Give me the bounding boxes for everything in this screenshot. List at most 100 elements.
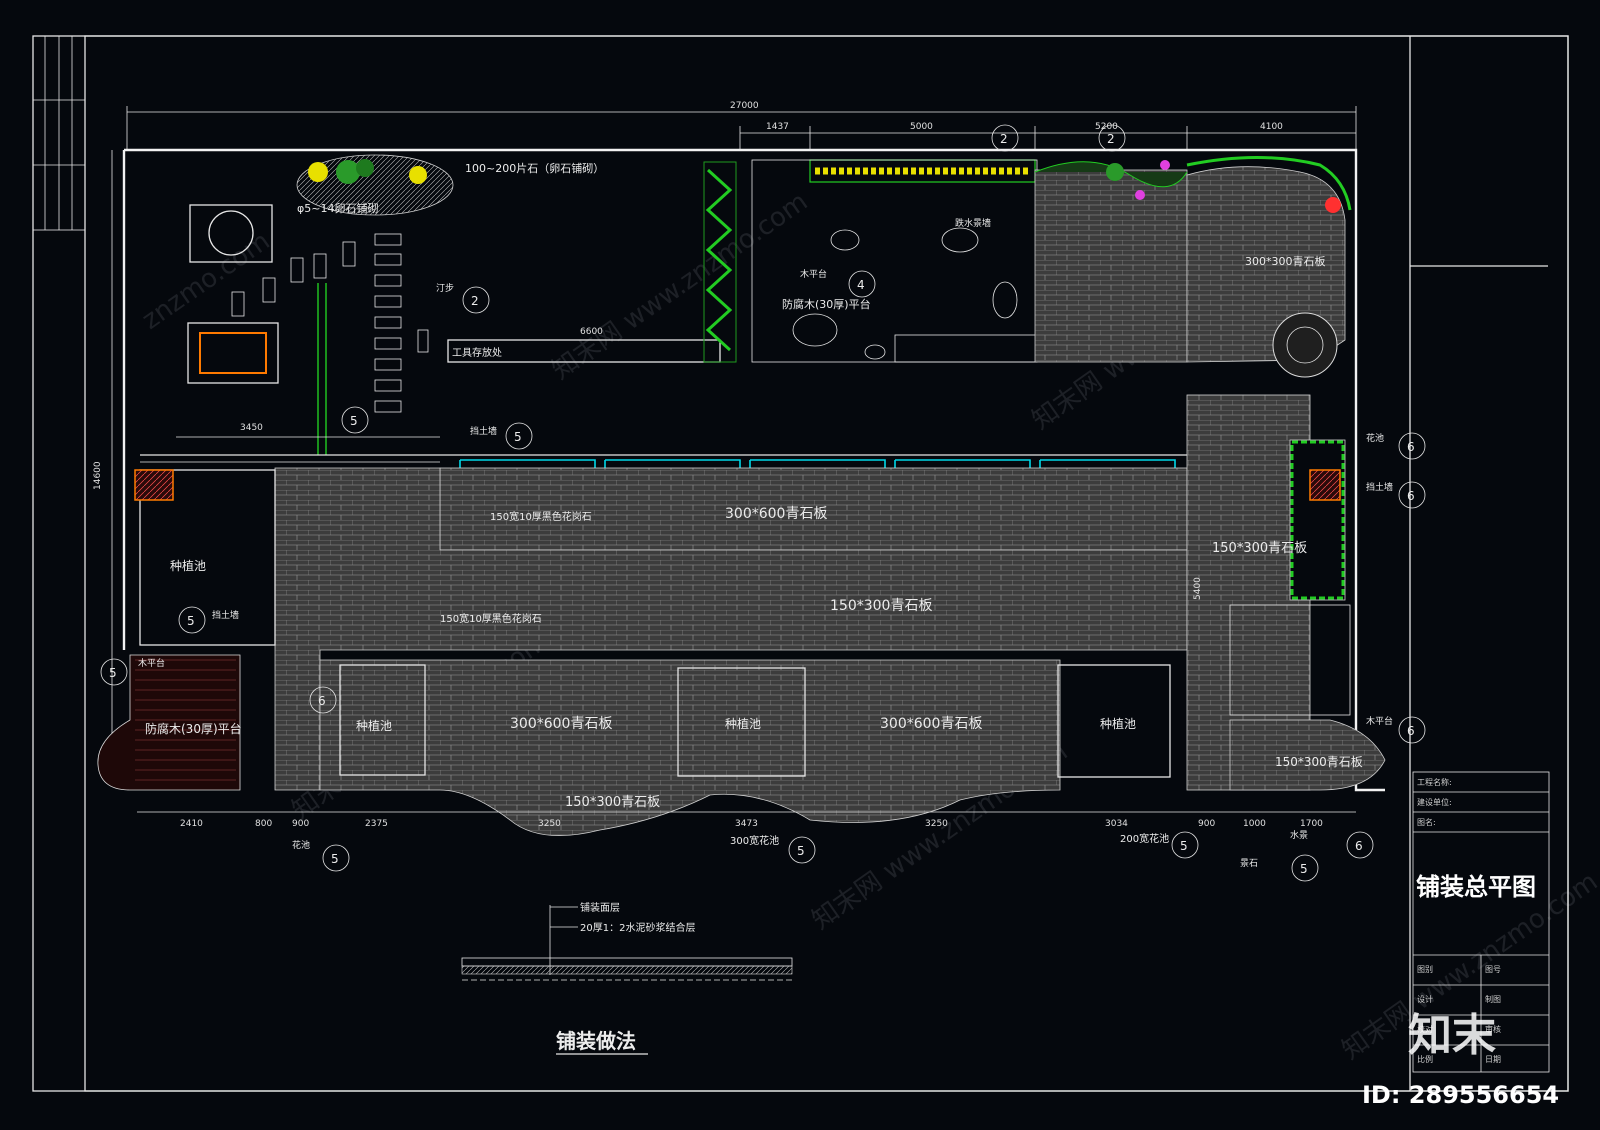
layer-label: 铺装面层 <box>580 901 620 914</box>
fountain <box>208 210 254 256</box>
dimension-text: 27000 <box>730 101 759 111</box>
hedge <box>703 161 737 363</box>
image-id: ID: 289556654 <box>1362 1081 1559 1109</box>
site-boundary <box>124 148 1385 792</box>
paving-300x600-label: 300*600青石板 <box>725 506 827 522</box>
dimension-text: 4100 <box>1260 122 1283 132</box>
svg-text:2: 2 <box>1000 132 1008 146</box>
paving-150x300-label: 150*300青石板 <box>830 598 932 614</box>
field-label: 制图 <box>1485 994 1501 1004</box>
svg-text:6: 6 <box>1407 489 1415 503</box>
paving-detail: 铺装面层 20厚1：2水泥砂浆结合层 铺装做法 <box>461 901 793 1055</box>
svg-text:900: 900 <box>292 819 309 829</box>
svg-text:2410: 2410 <box>180 819 203 829</box>
project-label: 工程名称: <box>1417 777 1452 787</box>
planter-label: 种植池 <box>725 716 761 731</box>
planting-bed <box>1034 161 1188 188</box>
step-label: 汀步 <box>436 283 454 294</box>
svg-text:5: 5 <box>514 430 522 444</box>
paving-lower <box>319 659 1061 836</box>
svg-text:3250: 3250 <box>538 819 561 829</box>
planter-box <box>187 322 279 384</box>
section-callouts: 2 2 2 4 5 5 5 5 6 5 5 5 5 6 6 6 6 <box>100 124 1426 882</box>
paving-300x600-upper <box>439 467 1188 551</box>
paving-300x600-label: 300*600青石板 <box>510 716 612 732</box>
field-label: 校对 <box>1417 1024 1433 1034</box>
paving-300x600-label: 300*600青石板 <box>880 716 982 732</box>
svg-text:4: 4 <box>857 278 865 292</box>
svg-text:5: 5 <box>187 614 195 628</box>
svg-text:6: 6 <box>1407 440 1415 454</box>
water-label: 水景 <box>1290 829 1308 841</box>
dimension-text: 6600 <box>580 327 603 337</box>
paving-300x300-label: 300*300青石板 <box>1245 254 1326 268</box>
field-label: 日期 <box>1485 1055 1501 1064</box>
dimension-text: 3450 <box>240 423 263 433</box>
planter <box>677 667 806 777</box>
watermark-text: znzmo.com <box>137 226 276 336</box>
stepping-stones <box>231 233 429 455</box>
section-title: 铺装做法 <box>556 1029 636 1053</box>
svg-text:800: 800 <box>255 819 272 829</box>
flower-bed-label: 花池 <box>1366 432 1384 444</box>
svg-text:5: 5 <box>1300 862 1308 876</box>
sheet-title: 铺装总平图 <box>1416 873 1536 901</box>
edge-label: 150宽10厚黑色花岗石 <box>440 612 542 625</box>
svg-text:2: 2 <box>1107 132 1115 146</box>
layer-label: 20厚1：2水泥砂浆结合层 <box>580 921 695 934</box>
field-label: 图号 <box>1485 965 1501 974</box>
wood-deck-label: 木平台 <box>138 657 165 669</box>
wood-deck-label: 木平台 <box>800 268 827 280</box>
svg-text:3250: 3250 <box>925 819 948 829</box>
planter-label: 种植池 <box>170 558 206 573</box>
stones <box>792 227 1018 360</box>
paving-150x300-label: 150*300青石板 <box>1275 755 1363 769</box>
retaining-label: 挡土墙 <box>212 609 239 621</box>
tool-storage <box>447 339 721 363</box>
wood-deck-label: 木平台 <box>1366 715 1393 727</box>
edge-label: 150宽10厚黑色花岗石 <box>490 510 592 523</box>
dimension-text: 5000 <box>910 122 933 132</box>
dimension-text: 14600 <box>93 461 103 490</box>
svg-text:2: 2 <box>471 294 479 308</box>
bottom-dimensions: 2410 800 900 2375 3250 3473 3250 3034 90… <box>137 811 1356 829</box>
left-title-strip <box>32 35 86 231</box>
planter-label: 种植池 <box>1100 716 1136 731</box>
wood-deck-30 <box>97 654 241 791</box>
planter-label: 种植池 <box>356 718 392 733</box>
svg-text:3473: 3473 <box>735 819 758 829</box>
watermark-text: 知末网 www.znzmo.com <box>547 187 813 386</box>
paving-300x300 <box>1034 169 1188 363</box>
wood-deck-right <box>1229 604 1351 716</box>
top-dimensions: 27000 1437 5000 5200 4100 <box>126 101 1357 150</box>
rock-garden: 100~200片石（卵石铺砌） φ5~14卵石铺砌 <box>296 154 604 216</box>
flower-bed-label: 花池 <box>292 839 310 851</box>
dimension-text: 1437 <box>766 122 789 132</box>
title-block: 工程名称: 建设单位: 图名: 铺装总平图 图别 图号 设计 制图 校对 审核 … <box>1409 36 1550 1091</box>
field-label: 设计 <box>1417 994 1433 1004</box>
water-steps-label: 跌水景墙 <box>955 217 991 229</box>
left-dimension: 14600 <box>93 150 113 770</box>
wood-deck-30-label: 防腐木(30厚)平台 <box>782 297 871 311</box>
paving-150x300-label: 150*300青石板 <box>565 795 660 810</box>
inner-frame <box>84 35 1569 1092</box>
svg-text:6: 6 <box>1355 839 1363 853</box>
drawing-label: 图名: <box>1417 817 1436 827</box>
fountain-base <box>189 204 273 263</box>
svg-text:5: 5 <box>331 852 339 866</box>
svg-text:900: 900 <box>1198 819 1215 829</box>
dimension-text: 5400 <box>1193 577 1203 600</box>
wood-deck-30-label: 防腐木(30厚)平台 <box>145 721 242 736</box>
flower-bed-200-label: 200宽花池 <box>1120 832 1169 845</box>
field-label: 比例 <box>1417 1054 1433 1064</box>
svg-text:5: 5 <box>109 666 117 680</box>
retaining-label: 挡土墙 <box>1366 481 1393 493</box>
svg-text:1000: 1000 <box>1243 819 1266 829</box>
client-label: 建设单位: <box>1417 797 1452 807</box>
planter <box>339 664 426 776</box>
retaining-label: 挡土墙 <box>470 425 497 437</box>
paving-150x300-label: 150*300青石板 <box>1212 541 1307 556</box>
svg-text:1700: 1700 <box>1300 819 1323 829</box>
pebble-label: φ5~14卵石铺砌 <box>297 202 378 215</box>
